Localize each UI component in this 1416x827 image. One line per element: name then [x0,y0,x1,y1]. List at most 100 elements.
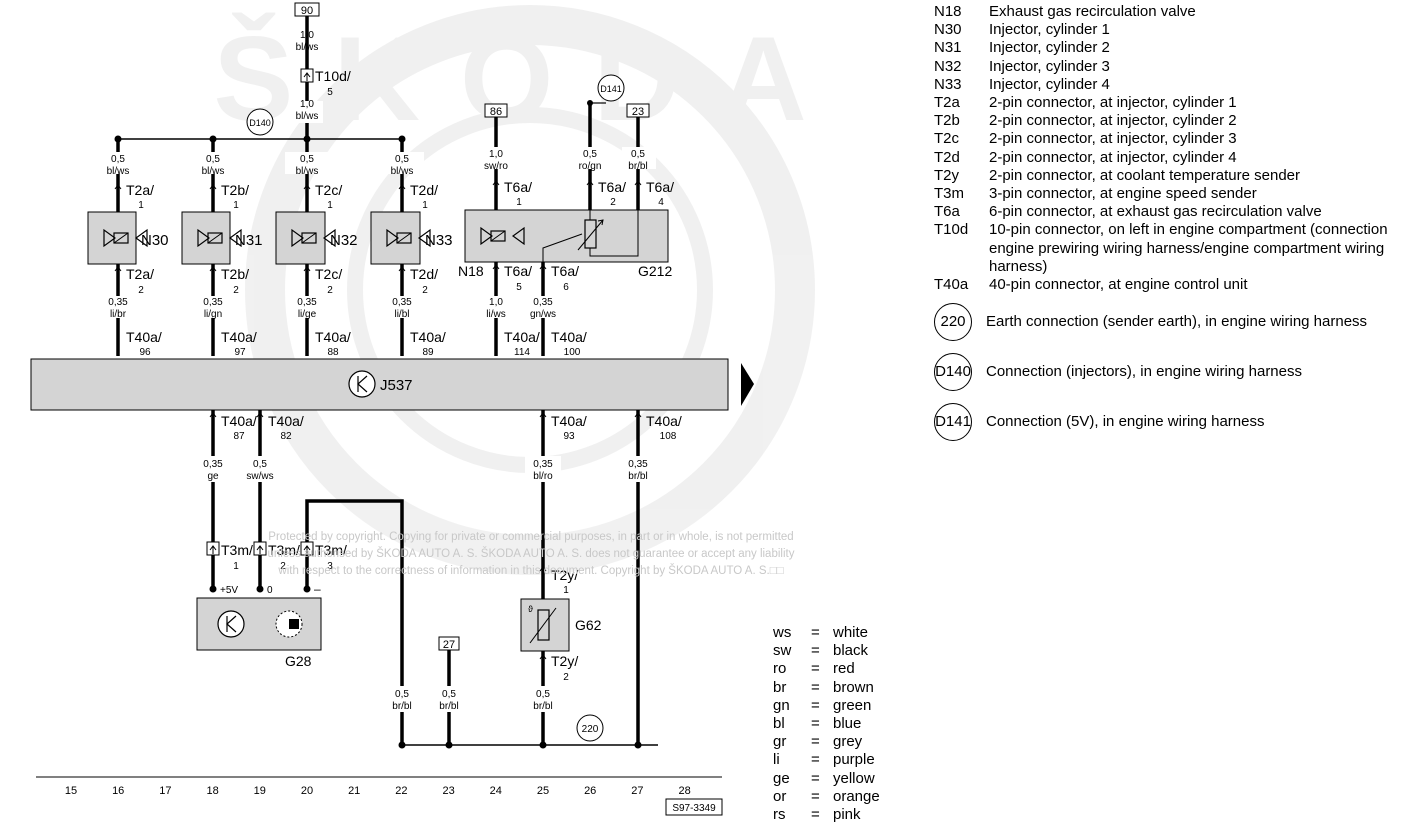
legend-code: N18 [934,3,962,20]
svg-text:0,5: 0,5 [206,154,220,165]
svg-text:108: 108 [660,431,677,442]
legend-text: Injector, cylinder 4 [989,75,1110,93]
svg-text:0,5: 0,5 [631,149,645,160]
svg-text:T40a/: T40a/ [551,413,587,429]
g212-label: G212 [638,263,672,279]
svg-text:0,35: 0,35 [203,297,223,308]
color-eq: = [811,751,820,769]
color-abbr: br [773,678,787,696]
color-key-row: ge=yellow [773,770,913,788]
legend-text: 2-pin connector, at coolant temperature … [989,166,1301,184]
ecu-j537: J537 [30,358,754,411]
svg-text:sw/ws: sw/ws [246,471,273,482]
node-90: 90 [294,2,320,17]
color-name: green [833,696,872,714]
svg-text:T6a/: T6a/ [504,179,532,195]
injector-n31: 0,5 bl/ws T2b/ 1 N31 T2b/ 2 0,35 li/gn T… [181,139,263,358]
color-name: purple [833,751,875,769]
svg-text:bl/ws: bl/ws [296,42,319,53]
svg-text:2: 2 [138,285,144,296]
legend-text: 3-pin connector, at engine speed sender [989,185,1257,203]
legend-code: N32 [934,57,962,75]
legend-code: N33 [934,75,962,93]
svg-text:T2b/: T2b/ [221,266,249,282]
color-eq: = [811,642,820,660]
column-number: 27 [631,785,643,797]
svg-text:bl/ws: bl/ws [296,166,319,177]
svg-text:br/bl: br/bl [392,701,411,712]
copyright-notice: Protected by copyright. Copying for priv… [268,531,795,577]
svg-text:5: 5 [516,282,522,293]
svg-text:T40a/: T40a/ [315,329,351,345]
legend-code: T40a [934,276,969,294]
legend-text: Injector, cylinder 3 [989,57,1110,75]
svg-text:100: 100 [564,347,581,358]
color-key-row: br=brown [773,679,913,697]
svg-text:87: 87 [233,431,245,442]
legend-code: T2c [934,130,960,148]
color-key-row: rs=pink [773,806,913,824]
svg-text:T2y/: T2y/ [551,567,578,583]
column-number: 20 [301,785,313,797]
legend-text: Injector, cylinder 2 [989,39,1110,57]
color-key-row: ro = red [773,660,913,678]
svg-text:2: 2 [610,197,616,208]
svg-text:li/bl: li/bl [394,309,409,320]
svg-text:li/gn: li/gn [204,309,222,320]
svg-text:unless authorised by ŠKODA AUT: unless authorised by ŠKODA AUTO A. S. ŠK… [268,547,795,560]
color-name: red [833,660,855,678]
svg-text:0,5: 0,5 [536,689,550,700]
legend-text: 40-pin connector, at engine control unit [989,276,1248,294]
color-abbr: gn [773,696,790,714]
column-number: 23 [442,785,454,797]
n32-label: N32 [330,232,358,249]
svg-text:T40a/: T40a/ [221,329,257,345]
svg-text:0,35: 0,35 [533,297,553,308]
svg-text:br/bl: br/bl [628,161,647,172]
j537-label: J537 [380,377,413,394]
color-abbr: ro [773,660,787,678]
svg-text:82: 82 [280,431,292,442]
svg-text:T40a/: T40a/ [410,329,446,345]
svg-text:li/br: li/br [110,309,127,320]
n33-label: N33 [425,232,453,249]
injector-n32: 0,5 bl/ws T2c/ 1 N32 T2c/ 2 0,35 li/ge T… [275,139,358,358]
svg-text:br/bl: br/bl [628,471,647,482]
svg-text:T40a/: T40a/ [126,329,162,345]
svg-text:1,0: 1,0 [489,297,503,308]
color-eq: = [811,715,820,733]
svg-text:1: 1 [422,200,428,211]
color-abbr: sw [773,642,792,660]
column-number: 26 [584,785,596,797]
legend-connection-code: D140 [934,353,972,392]
color-abbr: rs [773,806,786,824]
svg-text:93: 93 [563,431,575,442]
svg-text:bl/ws: bl/ws [391,166,414,177]
svg-text:1,0: 1,0 [300,99,314,110]
svg-text:T3m/: T3m/ [315,542,347,558]
color-eq: = [811,660,820,678]
svg-text:97: 97 [234,347,246,358]
color-abbr: ge [773,769,790,787]
svg-text:T3m/: T3m/ [268,542,300,558]
legend-connection-code: D141 [934,403,972,442]
color-eq: = [811,787,820,805]
color-key-row: bl=blue [773,715,913,733]
svg-text:T2a/: T2a/ [126,182,154,198]
svg-text:T6a/: T6a/ [646,179,674,195]
svg-text:4: 4 [658,197,664,208]
svg-text:T40a/: T40a/ [221,413,257,429]
color-eq: = [811,696,820,714]
column-number: 21 [348,785,360,797]
svg-text:–: – [314,582,321,596]
legend-item: N33 Injector, cylinder 4 [934,76,1404,94]
legend-text: Injector, cylinder 1 [989,21,1110,39]
color-key-row: sw=black [773,642,913,660]
